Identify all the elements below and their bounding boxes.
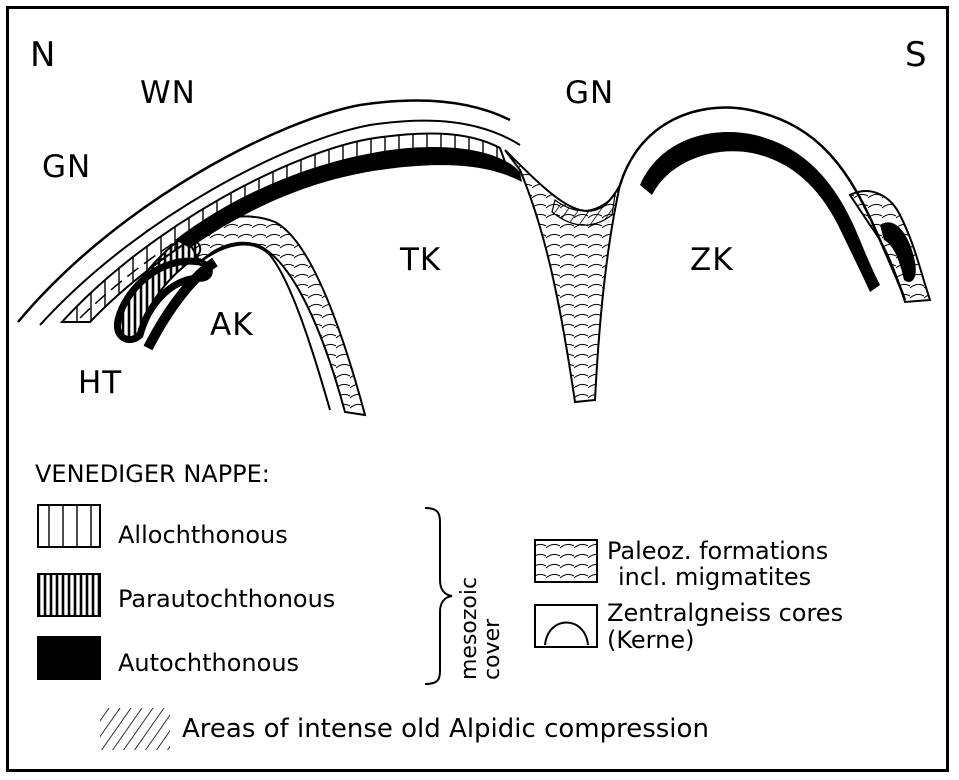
legend-paleoz-line2: incl. migmatites: [618, 565, 811, 590]
legend-allochthonous: Allochthonous: [118, 523, 288, 548]
legend-mesozoic-cover: mesozoic cover: [458, 632, 504, 680]
central-syncline-paleoz: [505, 150, 620, 402]
swatch-compression: [100, 708, 170, 750]
ht-label: HT: [78, 368, 122, 399]
legend-parautochthonous: Parautochthonous: [118, 587, 335, 612]
zk-label: ZK: [690, 245, 734, 276]
swatch-parautochthonous: [38, 574, 100, 616]
legend-paleoz-line1: Paleoz. formations: [607, 539, 828, 564]
tk-label: TK: [400, 245, 441, 276]
swatch-autochthonous: [38, 637, 100, 679]
zk-autochthonous-band: [640, 132, 880, 292]
swatch-paleoz: [535, 540, 597, 582]
legend-zentral-line2: (Kerne): [607, 628, 694, 653]
gn-left-label: GN: [42, 152, 91, 183]
legend-compression: Areas of intense old Alpidic compression: [182, 716, 709, 743]
ak-label: AK: [210, 310, 254, 341]
legend-zentral-line1: Zentralgneiss cores: [607, 601, 843, 626]
legend-autochthonous: Autochthonous: [118, 651, 299, 676]
wn-label: WN: [140, 78, 196, 109]
mesozoic-brace: [425, 508, 452, 684]
swatch-allochthonous: [38, 505, 100, 547]
gn-top-label: GN: [565, 78, 614, 109]
north-label: N: [30, 38, 56, 72]
south-label: S: [905, 38, 928, 72]
legend-heading: VENEDIGER NAPPE:: [35, 462, 270, 487]
